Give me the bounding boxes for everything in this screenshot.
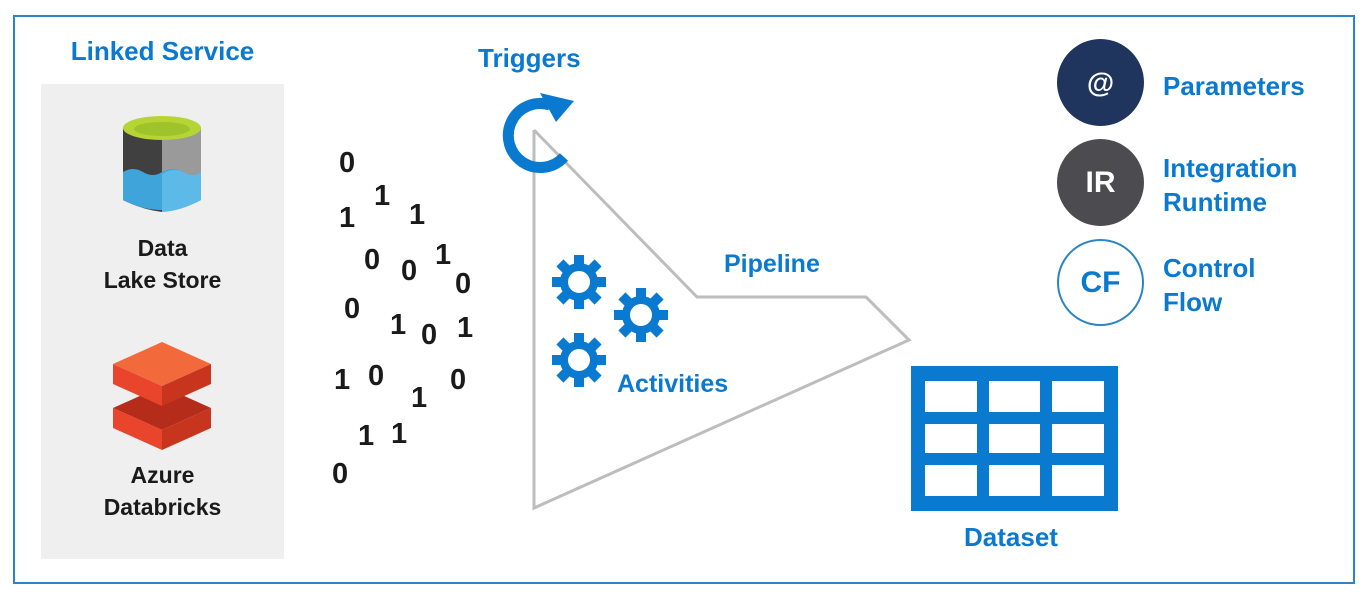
bit: 1	[339, 202, 356, 234]
linked-service-icons	[113, 116, 211, 450]
data-lake-store-label-line1: Data	[137, 235, 188, 261]
bit: 1	[391, 418, 408, 450]
bit: 1	[390, 309, 407, 341]
control-flow-label: Control Flow	[1163, 251, 1255, 319]
azure-databricks-label-line1: Azure	[130, 462, 195, 488]
bit: 1	[374, 180, 391, 212]
control-flow-label-line2: Flow	[1163, 287, 1223, 317]
activity-gears	[552, 255, 668, 387]
pipeline-label: Pipeline	[724, 250, 820, 278]
triggers-label: Triggers	[478, 43, 581, 73]
control-flow-badge: CF	[1057, 239, 1144, 326]
azure-databricks-label-line2: Databricks	[103, 494, 222, 520]
data-lake-store-label-line2: Lake Store	[103, 267, 222, 293]
parameters-badge: @	[1057, 39, 1144, 126]
bit: 0	[364, 244, 381, 276]
bit: 1	[358, 420, 375, 452]
integration-runtime-label-line1: Integration	[1163, 153, 1298, 183]
bit: 0	[401, 255, 418, 287]
data-lake-store-label: Data Lake Store	[41, 232, 284, 296]
integration-runtime-label: Integration Runtime	[1163, 151, 1297, 219]
azure-databricks-label: Azure Databricks	[41, 459, 284, 523]
parameters-label: Parameters	[1163, 69, 1305, 103]
bit: 1	[334, 364, 351, 396]
bit: 1	[457, 312, 474, 344]
diagram-frame	[13, 15, 1355, 584]
data-lake-store-icon	[123, 116, 201, 212]
activities-label: Activities	[617, 370, 729, 398]
azure-databricks-icon	[113, 342, 211, 450]
integration-runtime-badge: IR	[1057, 139, 1144, 226]
parameters-label-line1: Parameters	[1163, 71, 1305, 101]
gear-icon	[552, 255, 606, 309]
bit: 0	[421, 319, 438, 351]
bit: 0	[344, 293, 361, 325]
linked-service-panel: Data Lake Store Azure Databricks	[41, 84, 284, 559]
bit: 0	[339, 147, 356, 179]
bit: 0	[455, 268, 472, 300]
pipeline-funnel	[532, 128, 912, 511]
bit: 1	[435, 239, 452, 271]
gear-icon	[614, 288, 668, 342]
dataset-table-icon	[911, 366, 1118, 511]
integration-runtime-label-line2: Runtime	[1163, 187, 1267, 217]
gear-icon	[552, 333, 606, 387]
bit: 0	[368, 360, 385, 392]
triggers-refresh-icon	[502, 93, 574, 173]
bit: 1	[409, 199, 426, 231]
dataset-label: Dataset	[964, 522, 1058, 552]
linked-service-title: Linked Service	[70, 36, 255, 66]
bit: 0	[332, 458, 349, 490]
bit: 1	[411, 382, 428, 414]
bit: 0	[450, 364, 467, 396]
control-flow-label-line1: Control	[1163, 253, 1256, 283]
